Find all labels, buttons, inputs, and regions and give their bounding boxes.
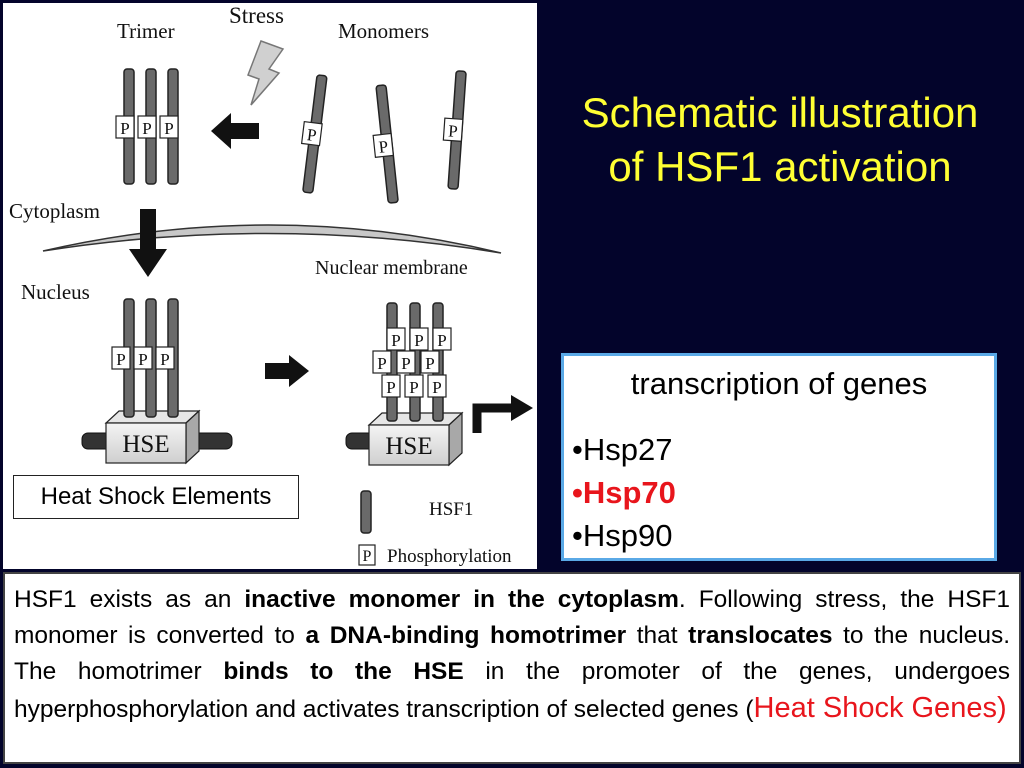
hsf1-activation-diagram: Trimer Stress Monomers P P P P P	[9, 3, 533, 567]
p-mark: P	[164, 119, 173, 138]
p-mark: P	[160, 350, 169, 369]
genes-heading: transcription of genes	[630, 366, 928, 401]
arrow-right-icon	[265, 355, 309, 387]
hse-complex-unphosphorylated: HSE P P P	[81, 298, 233, 465]
legend-hsf1-label: HSF1	[429, 499, 473, 520]
summary-text: . Following stress, the HSF1 monomer is …	[14, 586, 1011, 649]
p-mark: P	[120, 119, 129, 138]
label-stress: Stress	[229, 3, 284, 28]
p-mark: P	[116, 350, 125, 369]
diagram-panel: Trimer Stress Monomers P P P P P	[3, 3, 537, 569]
legend: HSF1 P Phosphorylation	[358, 490, 512, 567]
label-trimer: Trimer	[117, 19, 175, 43]
label-nucleus: Nucleus	[21, 280, 90, 304]
summary-emphasis: a DNA-binding homotrimer	[305, 622, 627, 649]
summary-text: in the promoter of the genes, undergoes …	[14, 658, 1010, 723]
p-mark: P	[401, 354, 410, 373]
arrow-down-icon	[129, 209, 167, 277]
summary-emphasis: inactive monomer in the cytoplasm	[244, 586, 679, 613]
p-mark: P	[409, 378, 418, 397]
title-line-2: of HSF1 activation	[608, 143, 952, 190]
p-mark: P	[138, 350, 147, 369]
legend-p-box	[358, 544, 376, 566]
transcribed-genes-box: transcription of genes •Hsp27 •Hsp70 •Hs…	[561, 353, 997, 561]
p-mark: P	[142, 119, 151, 138]
arrow-left-icon	[211, 113, 259, 149]
transcription-start-arrow-icon	[472, 395, 533, 433]
legend-phosphorylation-label: Phosphorylation	[387, 546, 512, 567]
p-mark: P	[425, 354, 434, 373]
summary-emphasis: translocates	[688, 622, 833, 649]
summary-text: HSF1 exists as an	[14, 586, 245, 613]
summary-text: that	[626, 622, 689, 649]
nuclear-membrane	[42, 224, 502, 254]
p-mark: P	[432, 378, 441, 397]
hse-label: HSE	[385, 433, 432, 460]
summary-text-box: HSF1 exists as an inactive monomer in th…	[3, 572, 1021, 764]
legend-hsf1-rod	[360, 490, 372, 534]
monomer-1: P	[300, 74, 328, 194]
gene-item-hsp27: •Hsp27	[572, 432, 673, 467]
heat-shock-elements-callout: Heat Shock Elements	[13, 475, 299, 519]
p-mark: P	[386, 378, 395, 397]
label-cytoplasm: Cytoplasm	[9, 199, 100, 223]
summary-text: to the nucleus. The homotrimer	[14, 622, 1010, 685]
p-mark: P	[378, 137, 389, 157]
heat-shock-genes-highlight: Heat Shock Genes)	[753, 692, 1007, 724]
gene-item-hsp90: •Hsp90	[572, 518, 673, 553]
p-mark: P	[448, 121, 459, 141]
p-mark: P	[363, 548, 372, 565]
p-mark: P	[414, 331, 423, 350]
gene-item-hsp70: •Hsp70	[572, 475, 676, 510]
summary-emphasis: binds to the HSE	[223, 658, 464, 685]
hse-label: HSE	[122, 431, 169, 458]
monomer-3: P	[442, 70, 467, 190]
lightning-bolt-icon	[247, 40, 285, 106]
p-mark: P	[437, 331, 446, 350]
label-nuclear-membrane: Nuclear membrane	[315, 257, 468, 279]
p-mark: P	[391, 331, 400, 350]
cytoplasm-trimer: P P P	[115, 68, 179, 185]
title-line-1: Schematic illustration	[581, 89, 979, 136]
gene-list: •Hsp27 •Hsp70 •Hsp90	[572, 428, 676, 557]
slide-title: Schematic illustration of HSF1 activatio…	[545, 86, 1015, 194]
p-mark: P	[306, 125, 318, 145]
hse-complex-hyperphosphorylated: HSE P P P P P P P P P	[345, 302, 464, 467]
p-mark: P	[377, 354, 386, 373]
label-monomers: Monomers	[338, 19, 429, 43]
monomer-2: P	[372, 84, 399, 204]
